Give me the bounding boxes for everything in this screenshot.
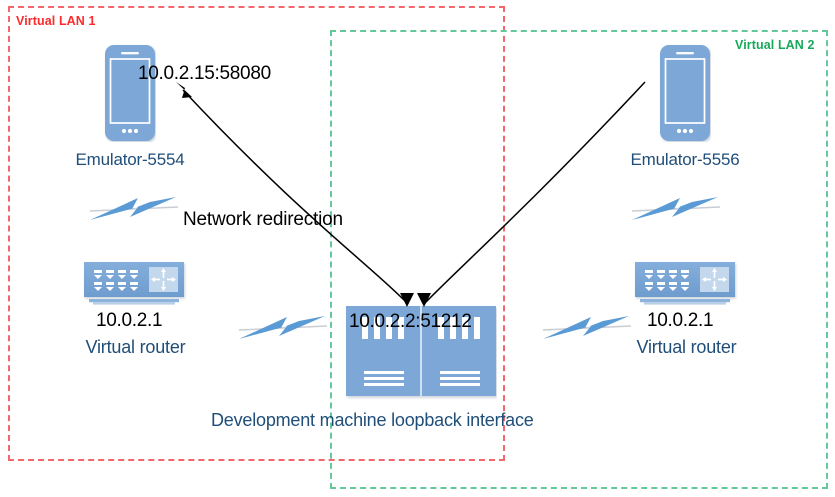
smartphone-icon-emulator-5554 [104, 44, 156, 142]
lightning-link-icon-left-upper [88, 192, 180, 226]
router-left-address: 10.0.2.1 [96, 310, 163, 331]
lightning-link-icon-right-lower [541, 311, 633, 345]
server-icon-loopback [345, 305, 497, 404]
router-right-address: 10.0.2.1 [647, 310, 714, 331]
router-icon-left [83, 261, 187, 309]
emulator-5554-label: Emulator-5554 [75, 150, 185, 169]
network-redirection-annotation: Network redirection [183, 209, 343, 230]
virtual-lan-2-label: Virtual LAN 2 [735, 38, 815, 52]
lightning-link-icon-right-upper [630, 192, 722, 226]
router-icon-right [634, 261, 738, 309]
loopback-caption: Development machine loopback interface [211, 410, 534, 430]
virtual-lan-1-label: Virtual LAN 1 [16, 14, 96, 28]
lightning-link-icon-left-lower [237, 311, 329, 345]
router-right-label: Virtual router [636, 337, 737, 357]
smartphone-icon-emulator-5556 [659, 44, 711, 142]
loopback-address: 10.0.2.2:51212 [349, 311, 472, 332]
router-left-label: Virtual router [85, 337, 186, 357]
emulator-5556-label: Emulator-5556 [630, 150, 740, 169]
emulator-5554-address: 10.0.2.15:58080 [138, 63, 271, 84]
